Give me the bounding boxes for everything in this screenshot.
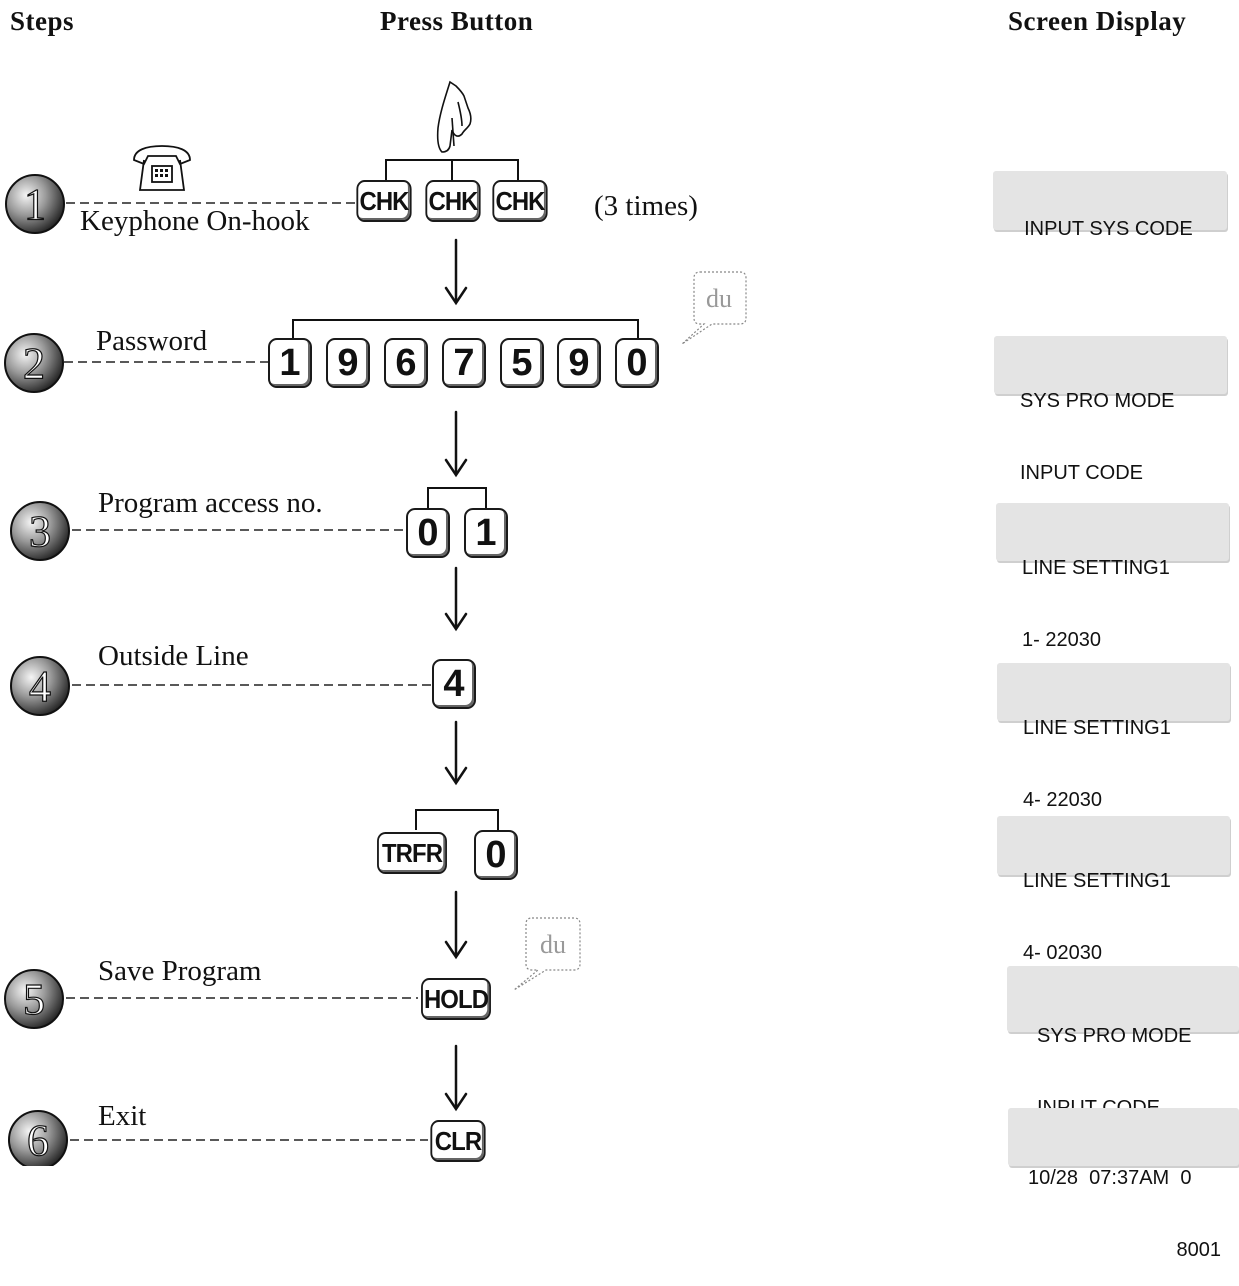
lcd-line-2: 1- 22030	[1022, 629, 1101, 651]
lcd-screen: LINE SETTING1 1- 22030	[996, 503, 1229, 651]
step-5-number: 5	[23, 975, 45, 1024]
digit-key[interactable]: 7	[442, 338, 486, 388]
lcd-screen: SYS PRO MODE INPUT CODE	[1007, 966, 1239, 1119]
digit-key[interactable]: 1	[268, 338, 312, 388]
digit-key[interactable]: 0	[474, 830, 518, 880]
step-4-circle	[10, 656, 70, 716]
tone-bubble-text: du	[540, 930, 566, 959]
digit-key[interactable]: 1	[464, 508, 508, 558]
digit-key[interactable]: 5	[500, 338, 544, 388]
step-3-label: Program access no.	[98, 487, 323, 519]
repeat-note: (3 times)	[594, 190, 698, 222]
step-4-label: Outside Line	[98, 640, 249, 672]
diagram-lines: 1 2 3 4 5 6	[4, 80, 747, 1166]
digit-key[interactable]: 6	[384, 338, 428, 388]
digit-key[interactable]: 4	[432, 659, 476, 709]
step-6-number: 6	[27, 1116, 49, 1165]
step-2-label: Password	[96, 325, 208, 357]
lcd-screen: LINE SETTING1 4- 22030	[997, 663, 1230, 811]
lcd-line-1: SYS PRO MODE	[1020, 390, 1175, 412]
lcd-line-1: LINE SETTING1	[1023, 870, 1171, 892]
step-5-circle	[4, 969, 64, 1029]
lcd-line-1: LINE SETTING1	[1022, 557, 1170, 579]
digit-key[interactable]: 0	[615, 338, 659, 388]
digit-key[interactable]: 9	[557, 338, 601, 388]
press-button-header: Press Button	[380, 6, 534, 36]
tone-bubble-text: du	[706, 284, 732, 313]
telephone-icon	[133, 145, 191, 191]
lcd-line-2: 4- 22030	[1023, 789, 1102, 811]
step-4-number: 4	[29, 662, 51, 711]
pointing-finger-icon	[436, 80, 472, 153]
chk-key[interactable]: CHK	[492, 180, 548, 222]
digit-key[interactable]: 9	[326, 338, 370, 388]
lcd-line-1: LINE SETTING1	[1023, 717, 1171, 739]
lcd-screen: SYS PRO MODE INPUT CODE	[994, 336, 1227, 484]
step-3-number: 3	[29, 507, 51, 556]
trfr-key[interactable]: TRFR	[377, 832, 447, 874]
lcd-screen: LINE SETTING1 4- 02030	[997, 816, 1230, 964]
lcd-line-1: SYS PRO MODE	[1037, 1025, 1192, 1047]
lcd-screen: INPUT SYS CODE	[993, 171, 1227, 240]
lcd-line-2: INPUT CODE	[1020, 462, 1143, 484]
steps-header: Steps	[10, 6, 75, 36]
chk-key[interactable]: CHK	[356, 180, 412, 222]
chk-key[interactable]: CHK	[425, 180, 481, 222]
screen-display-header: Screen Display	[1008, 6, 1187, 36]
step-5-label: Save Program	[98, 955, 262, 987]
step-6-circle	[8, 1110, 68, 1166]
step-1-circle	[5, 174, 65, 234]
step-1-label: Keyphone On-hook	[80, 205, 310, 237]
lcd-line-1: 10/28 07:37AM 0	[1028, 1167, 1192, 1189]
step-6-label: Exit	[98, 1100, 147, 1132]
lcd-screen: 10/28 07:37AM 0 8001	[1008, 1108, 1239, 1261]
step-1-number: 1	[24, 180, 46, 229]
hold-key[interactable]: HOLD	[421, 978, 491, 1020]
lcd-line-1: INPUT SYS CODE	[1024, 218, 1193, 240]
step-2-circle	[4, 333, 64, 393]
digit-key[interactable]: 0	[406, 508, 450, 558]
step-2-number: 2	[23, 339, 45, 388]
step-3-circle	[10, 501, 70, 561]
lcd-line-2: 8001	[1176, 1239, 1222, 1261]
lcd-line-2: 4- 02030	[1023, 942, 1102, 964]
clr-key[interactable]: CLR	[430, 1120, 486, 1162]
